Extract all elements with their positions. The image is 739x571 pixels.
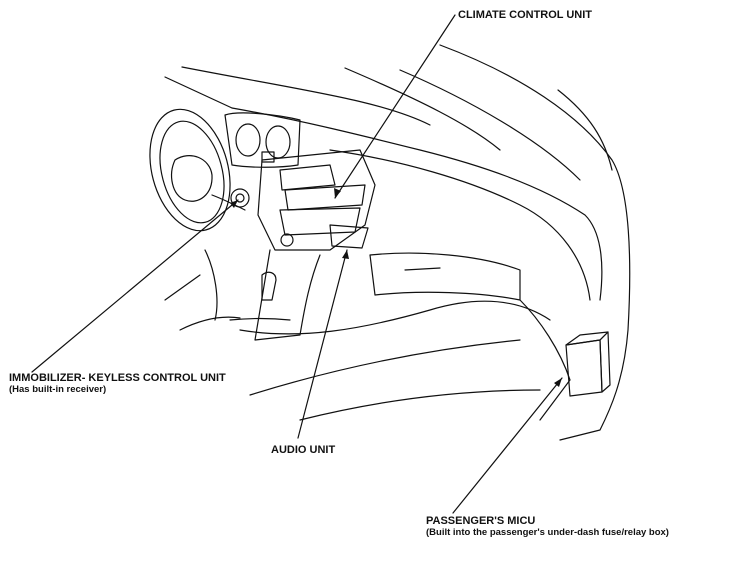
ignition-switch xyxy=(230,188,250,208)
left-console-edge xyxy=(179,316,241,331)
a-pillar-outer xyxy=(439,44,631,441)
leader-immobilizer xyxy=(31,199,239,373)
floor-line-1 xyxy=(249,339,521,396)
console xyxy=(254,249,321,341)
vent-left xyxy=(279,164,336,191)
arrow-immobilizer xyxy=(230,200,238,208)
ignition-core xyxy=(235,193,245,203)
floor-line-2 xyxy=(299,389,541,421)
callout-immobilizer: IMMOBILIZER- KEYLESS CONTROL UNIT (Has b… xyxy=(9,372,226,396)
windshield-line-1 xyxy=(181,66,431,126)
console-line xyxy=(229,317,291,321)
leader-climate xyxy=(334,14,456,199)
arrow-climate xyxy=(334,188,341,198)
audio-panel xyxy=(279,207,361,236)
steering-wheel-inner xyxy=(159,120,225,224)
cluster-hood xyxy=(224,112,301,168)
audio-unit-box xyxy=(329,224,369,249)
pedal-area xyxy=(164,274,201,301)
micu-box-front xyxy=(565,339,603,397)
roof-line xyxy=(164,76,233,109)
a-pillar-inner xyxy=(557,89,613,171)
callout-micu: PASSENGER'S MICU (Built into the passeng… xyxy=(426,515,669,539)
gauge-left xyxy=(235,123,261,157)
left-knee xyxy=(204,249,218,321)
callout-audio: AUDIO UNIT xyxy=(271,444,335,457)
steering-wheel-outer xyxy=(149,108,231,232)
leader-micu xyxy=(452,377,563,514)
windshield-line-2 xyxy=(344,67,501,151)
micu-label: PASSENGER'S MICU xyxy=(426,515,536,527)
center-stack xyxy=(257,149,376,251)
steering-column xyxy=(211,194,246,211)
dash-edge xyxy=(329,149,591,301)
immobilizer-note: (Has built-in receiver) xyxy=(9,383,107,395)
door-line xyxy=(519,299,571,421)
micu-box-side xyxy=(599,331,611,393)
gauge-right xyxy=(265,125,291,159)
windshield-line-3 xyxy=(399,69,581,181)
climate-control-label: CLIMATE CONTROL UNIT xyxy=(458,9,593,21)
dash-top xyxy=(231,107,603,301)
arrow-audio xyxy=(342,250,349,259)
immobilizer-label: IMMOBILIZER- KEYLESS CONTROL UNIT xyxy=(9,372,226,384)
dash-lower xyxy=(239,300,551,335)
audio-knob xyxy=(280,233,294,247)
climate-panel xyxy=(284,184,366,211)
gauge-center xyxy=(261,151,275,163)
micu-note: (Built into the passenger's under-dash f… xyxy=(426,526,669,538)
audio-unit-label: AUDIO UNIT xyxy=(271,444,336,456)
glove-box xyxy=(369,252,521,301)
callout-climate-control: CLIMATE CONTROL UNIT xyxy=(458,9,592,22)
leader-audio xyxy=(297,249,348,439)
shifter xyxy=(261,271,277,301)
arrow-micu xyxy=(554,378,562,387)
glove-handle xyxy=(404,267,441,271)
steering-hub xyxy=(171,155,213,202)
